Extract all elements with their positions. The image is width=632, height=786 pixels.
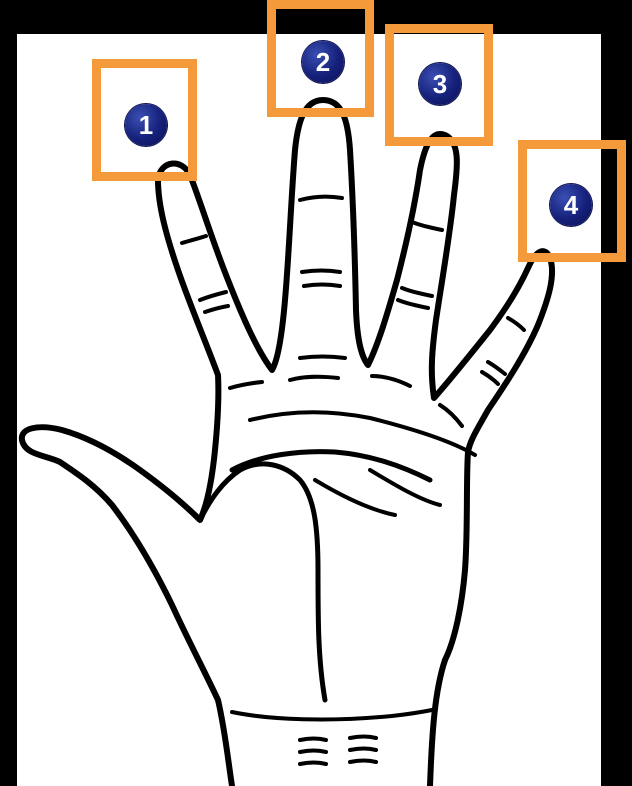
marker-badge-4: 4: [550, 184, 592, 226]
marker-badge-2: 2: [302, 41, 344, 83]
marker-badge-1: 1: [125, 104, 167, 146]
marker-badge-3: 3: [419, 63, 461, 105]
hand-outline: [22, 100, 552, 786]
